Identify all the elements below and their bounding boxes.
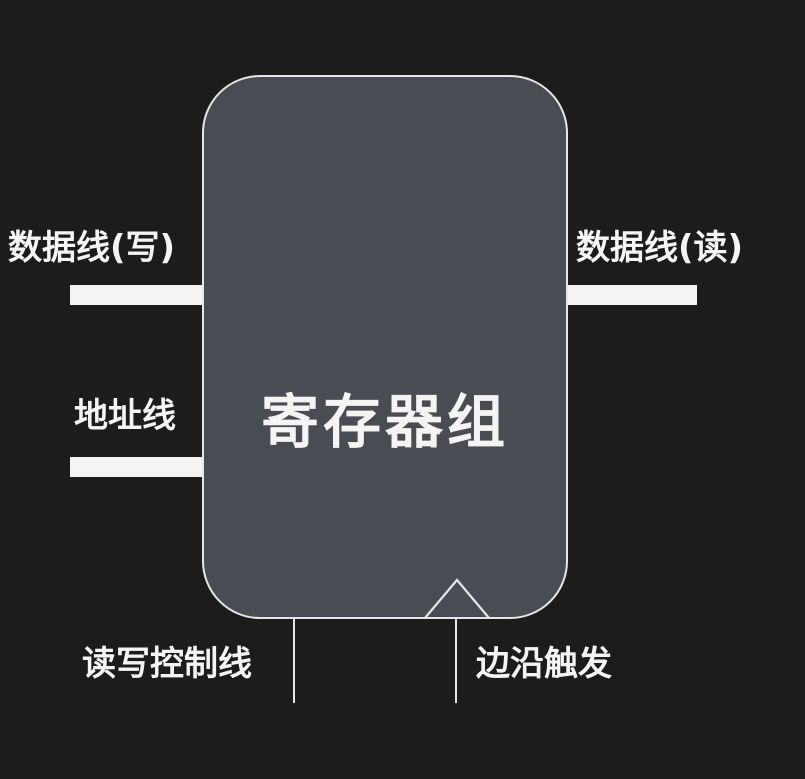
data-read-bus [566, 285, 697, 305]
address-label: 地址线 [74, 396, 176, 436]
register-file-box: 寄存器组 [202, 75, 568, 619]
register-file-title: 寄存器组 [260, 388, 509, 456]
data-write-label: 数据线(写) [8, 228, 176, 268]
data-read-label: 数据线(读) [576, 228, 744, 268]
rw-control-wire [293, 617, 295, 703]
rw-control-label: 读写控制线 [82, 644, 252, 684]
clock-triangle-icon [424, 578, 490, 618]
address-bus [70, 457, 204, 477]
data-write-bus [70, 285, 204, 305]
edge-trigger-label: 边沿触发 [476, 644, 612, 684]
edge-trigger-wire [455, 617, 457, 703]
